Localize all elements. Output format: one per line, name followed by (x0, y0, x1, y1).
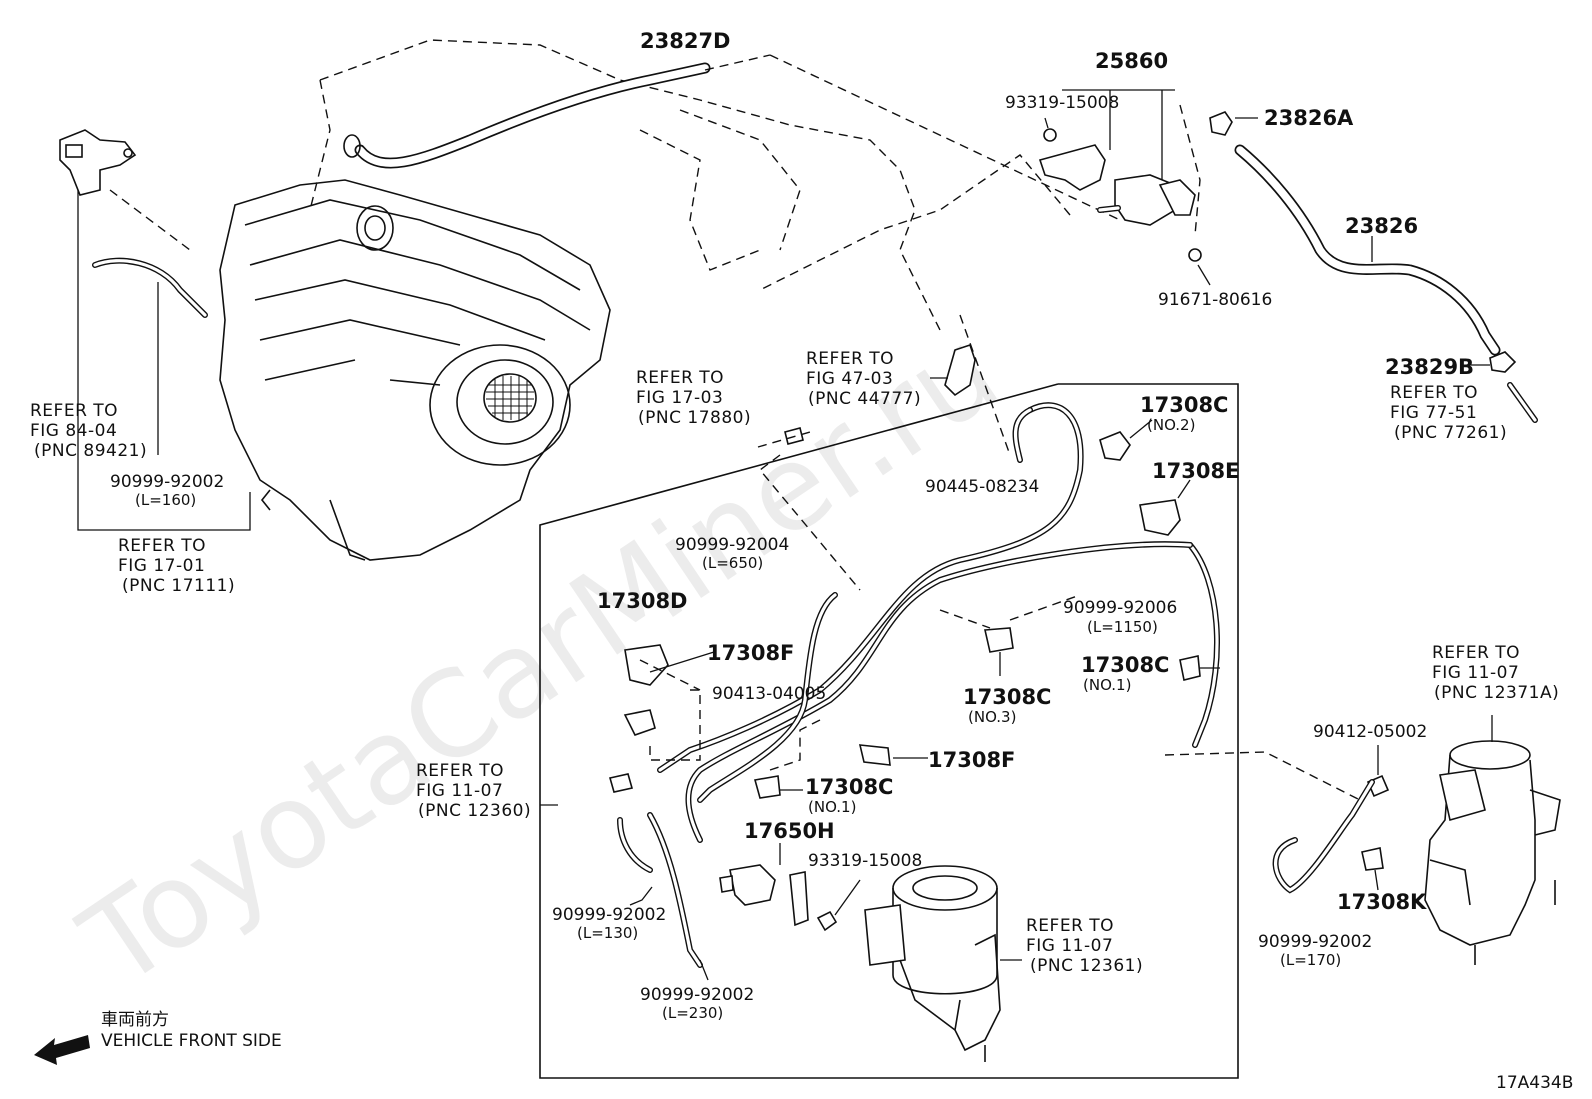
part-number[interactable]: 17650H (744, 819, 835, 843)
part-number[interactable]: 90999-92002 (552, 905, 666, 925)
clip-icons (608, 431, 1390, 871)
svg-text:REFER TO: REFER TO (1390, 383, 1478, 403)
svg-text:REFER TO: REFER TO (806, 349, 894, 369)
part-number[interactable]: 90999-92006 (1063, 598, 1177, 618)
part-length: (L=170) (1280, 951, 1341, 969)
part-length: (L=130) (577, 924, 638, 942)
canister-right-illustration (1424, 715, 1561, 965)
part-length: (L=230) (662, 1004, 723, 1022)
part-number[interactable]: 25860 (1095, 49, 1168, 73)
pressure-sensor-illustration (59, 129, 137, 196)
part-number[interactable]: 23826A (1264, 106, 1354, 130)
part-number[interactable]: 90999-92002 (110, 472, 224, 492)
part-length: (NO.1) (808, 798, 856, 816)
refer-fig-84-04[interactable]: REFER TO FIG 84-04 (PNC 89421) (30, 401, 147, 461)
svg-text:(PNC 12360): (PNC 12360) (418, 801, 531, 821)
part-length: (NO.3) (968, 708, 1016, 726)
part-number[interactable]: 90999-92002 (640, 985, 754, 1005)
part-number[interactable]: 17308C (1140, 393, 1228, 417)
diagram-code: 17A434B (1496, 1073, 1573, 1093)
part-number[interactable]: 93319-15008 (1005, 93, 1119, 113)
part-number[interactable]: 90412-05002 (1313, 722, 1427, 742)
refer-fig-17-03[interactable]: REFER TO FIG 17-03 (PNC 17880) (636, 368, 751, 428)
part-number[interactable]: 23826 (1345, 214, 1418, 238)
part-number[interactable]: 91671-80616 (1158, 290, 1272, 310)
charcoal-canister-illustration (864, 865, 1022, 1062)
intake-manifold-illustration (219, 179, 611, 561)
svg-text:(PNC 12361): (PNC 12361) (1030, 956, 1143, 976)
refer-fig-11-07-12371A[interactable]: REFER TO FIG 11-07 (PNC 12371A) (1432, 643, 1559, 703)
part-number[interactable]: 17308E (1152, 459, 1239, 483)
svg-text:(PNC 44777): (PNC 44777) (808, 389, 921, 409)
refer-fig-17-01[interactable]: REFER TO FIG 17-01 (PNC 17111) (118, 536, 235, 596)
svg-text:REFER TO: REFER TO (118, 536, 206, 556)
part-number[interactable]: 17308F (928, 748, 1015, 772)
part-number[interactable]: 17308K (1337, 890, 1427, 914)
vsv-bracket-illustration (1038, 128, 1202, 262)
part-length: (L=650) (702, 554, 763, 572)
svg-text:REFER TO: REFER TO (636, 368, 724, 388)
vsv-17650h-illustration (719, 843, 809, 927)
part-length: (L=1150) (1087, 618, 1158, 636)
part-number[interactable]: 90999-92004 (675, 535, 789, 555)
refer-fig-77-51[interactable]: REFER TO FIG 77-51 (PNC 77261) (1390, 383, 1507, 443)
svg-text:REFER TO: REFER TO (30, 401, 118, 421)
svg-text:FIG 11-07: FIG 11-07 (1026, 936, 1113, 956)
part-number[interactable]: 17308F (707, 641, 794, 665)
svg-text:FIG 77-51: FIG 77-51 (1390, 403, 1477, 423)
svg-text:FIG 84-04: FIG 84-04 (30, 421, 117, 441)
part-number[interactable]: 23829B (1385, 355, 1474, 379)
part-number[interactable]: 17308C (805, 775, 893, 799)
part-length: (NO.2) (1147, 416, 1195, 434)
svg-text:FIG 47-03: FIG 47-03 (806, 369, 893, 389)
svg-text:REFER TO: REFER TO (416, 761, 504, 781)
part-length: (L=160) (135, 491, 196, 509)
svg-text:REFER TO: REFER TO (1432, 643, 1520, 663)
part-number[interactable]: 17308C (1081, 653, 1169, 677)
direction-label: VEHICLE FRONT SIDE (101, 1031, 282, 1051)
svg-text:FIG 11-07: FIG 11-07 (1432, 663, 1519, 683)
svg-text:(PNC 89421): (PNC 89421) (34, 441, 147, 461)
svg-text:FIG 17-03: FIG 17-03 (636, 388, 723, 408)
detail-box (539, 383, 1239, 1079)
refer-fig-11-07-12360[interactable]: REFER TO FIG 11-07 (PNC 12360) (416, 761, 531, 821)
part-number[interactable]: 90445-08234 (925, 477, 1039, 497)
svg-text:(PNC 12371A): (PNC 12371A) (1434, 683, 1559, 703)
part-length: (NO.1) (1083, 676, 1131, 694)
engine-head-outline (309, 39, 941, 331)
svg-text:FIG 11-07: FIG 11-07 (416, 781, 503, 801)
part-number[interactable]: 17308C (963, 685, 1051, 709)
svg-text:FIG 17-01: FIG 17-01 (118, 556, 205, 576)
part-number[interactable]: 23827D (640, 29, 731, 53)
svg-text:(PNC 17880): (PNC 17880) (638, 408, 751, 428)
vehicle-front-arrow-icon (34, 1035, 90, 1065)
svg-text:(PNC 77261): (PNC 77261) (1394, 423, 1507, 443)
part-number[interactable]: 17308D (597, 589, 688, 613)
part-number[interactable]: 90413-04005 (712, 684, 826, 704)
part-number[interactable]: 93319-15008 (808, 851, 922, 871)
svg-text:(PNC 17111): (PNC 17111) (122, 576, 235, 596)
direction-label-jp: 車両前方 (101, 1010, 169, 1030)
refer-fig-47-03[interactable]: REFER TO FIG 47-03 (PNC 44777) (806, 349, 921, 409)
refer-fig-11-07-12361[interactable]: REFER TO FIG 11-07 (PNC 12361) (1026, 916, 1143, 976)
svg-text:REFER TO: REFER TO (1026, 916, 1114, 936)
part-number[interactable]: 90999-92002 (1258, 932, 1372, 952)
